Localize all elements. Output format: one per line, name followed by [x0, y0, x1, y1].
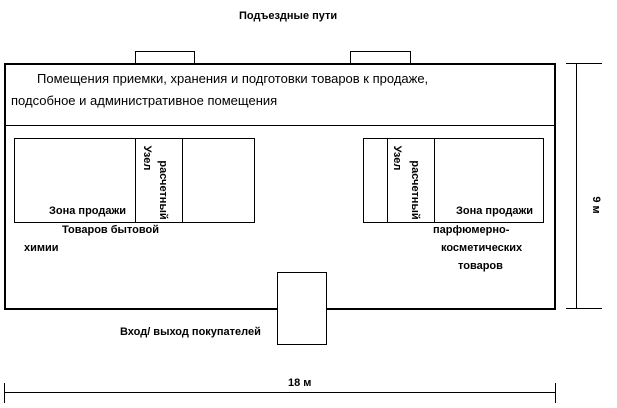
- height-dim-tick-bottom: [566, 308, 602, 309]
- left-checkout-node-label: Узел: [141, 145, 153, 171]
- back-rooms-divider: [5, 125, 555, 126]
- access-roads-label: Подъездные пути: [239, 10, 338, 22]
- width-dim-tick-right: [555, 383, 556, 403]
- left-zone-line2: Товаров бытовой: [62, 224, 159, 236]
- right-zone-line1: Зона продажи: [456, 205, 534, 217]
- height-dim-line: [576, 63, 577, 309]
- left-zone-line1: Зона продажи: [49, 205, 127, 217]
- right-zone-line2: парфюмерно-: [433, 224, 510, 236]
- right-aisle-divider-1: [387, 138, 388, 223]
- right-checkout-node-label: Узел: [391, 145, 403, 171]
- left-checkout-calc-label: расчетный: [157, 160, 169, 220]
- width-dimension-label: 18 м: [288, 377, 312, 389]
- height-dimension-label: 9 м: [590, 196, 602, 214]
- right-sales-zone: [363, 138, 544, 223]
- right-checkout-calc-label: расчетный: [409, 160, 421, 220]
- back-rooms-label-line1: Помещения приемки, хранения и подготовки…: [37, 71, 429, 86]
- entrance-label: Вход/ выход покупателей: [120, 326, 261, 338]
- left-aisle-divider-1: [135, 138, 136, 223]
- back-rooms-label-line2: подсобное и административное помещения: [11, 93, 278, 108]
- entrance-door: [277, 272, 327, 345]
- left-zone-line3: химии: [24, 242, 59, 254]
- right-zone-line3: косметических: [441, 242, 523, 254]
- right-zone-line4: товаров: [458, 260, 503, 272]
- right-aisle-divider-2: [434, 138, 435, 223]
- width-dim-tick-left: [4, 383, 5, 403]
- left-aisle-divider-2: [182, 138, 183, 223]
- height-dim-tick-top: [566, 63, 602, 64]
- width-dim-line: [4, 392, 556, 393]
- left-sales-zone: [14, 138, 255, 223]
